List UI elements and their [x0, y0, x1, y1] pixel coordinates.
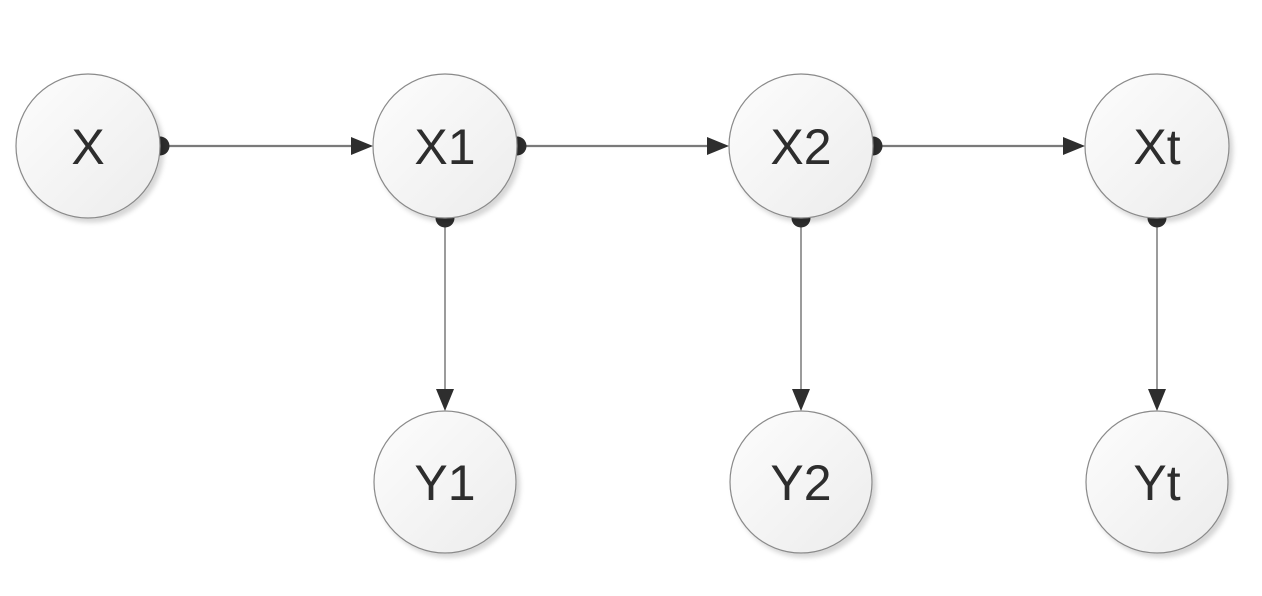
- node-yt-label: Yt: [1133, 455, 1180, 511]
- node-y2-label: Y2: [770, 455, 831, 511]
- node-x-label: X: [71, 119, 104, 175]
- node-y2: Y2: [729, 410, 873, 554]
- node-x2-label: X2: [770, 119, 831, 175]
- node-x-shape: [15, 73, 161, 219]
- arrowhead-icon: [707, 137, 729, 155]
- node-y1: Y1: [373, 410, 517, 554]
- edge-xt-to-yt: [1147, 208, 1167, 411]
- edge-x2-to-xt: [863, 136, 1085, 156]
- edge-x-to-x1: [150, 136, 373, 156]
- node-x1-shape: [372, 73, 518, 219]
- arrowhead-icon: [351, 137, 373, 155]
- arrowhead-icon: [1063, 137, 1085, 155]
- node-xt-label: Xt: [1133, 119, 1180, 175]
- arrowhead-icon: [792, 389, 810, 411]
- edge-x1-to-y1: [435, 208, 455, 411]
- node-yt: Yt: [1085, 410, 1229, 554]
- node-x: X: [15, 73, 161, 219]
- edge-x2-to-y2: [791, 208, 811, 411]
- node-xt-shape: [1084, 73, 1230, 219]
- node-x2-shape: [728, 73, 874, 219]
- node-x1-label: X1: [414, 119, 475, 175]
- node-yt-shape: [1085, 410, 1229, 554]
- node-x1: X1: [372, 73, 518, 219]
- arrowhead-icon: [436, 389, 454, 411]
- node-y2-shape: [729, 410, 873, 554]
- node-y1-label: Y1: [414, 455, 475, 511]
- node-x2: X2: [728, 73, 874, 219]
- node-xt: Xt: [1084, 73, 1230, 219]
- edge-x1-to-x2: [507, 136, 729, 156]
- arrowhead-icon: [1148, 389, 1166, 411]
- node-y1-shape: [373, 410, 517, 554]
